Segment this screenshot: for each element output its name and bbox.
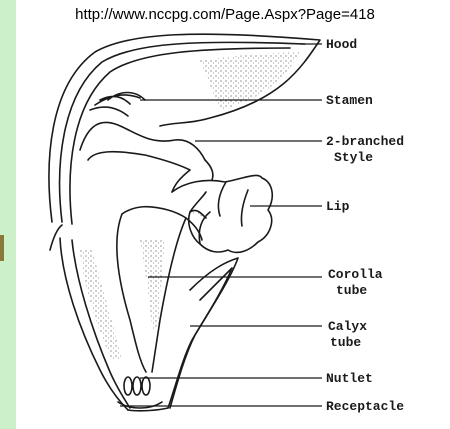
label-nutlet: Nutlet (326, 371, 373, 386)
lip (172, 175, 272, 252)
label-lip: Lip (326, 199, 350, 214)
corolla-tube-left (117, 214, 146, 372)
nutlet-1 (124, 377, 132, 395)
nutlet-2 (133, 377, 141, 395)
calyx-right (170, 258, 238, 408)
label-calyx-line1: Calyx (328, 319, 367, 334)
label-corolla-line1: Corolla (328, 267, 383, 282)
calyx-right-inner (168, 268, 232, 408)
label-style-line2: Style (334, 150, 373, 165)
nutlet-3 (142, 377, 150, 395)
label-receptacle: Receptacle (326, 399, 404, 414)
label-corolla-line2: tube (336, 283, 367, 298)
corolla-upper (88, 152, 190, 192)
label-hood: Hood (326, 37, 357, 52)
label-stamen: Stamen (326, 93, 373, 108)
label-style-line1: 2-branched (326, 134, 404, 149)
stamen (90, 93, 145, 117)
label-calyx-line2: tube (330, 335, 361, 350)
